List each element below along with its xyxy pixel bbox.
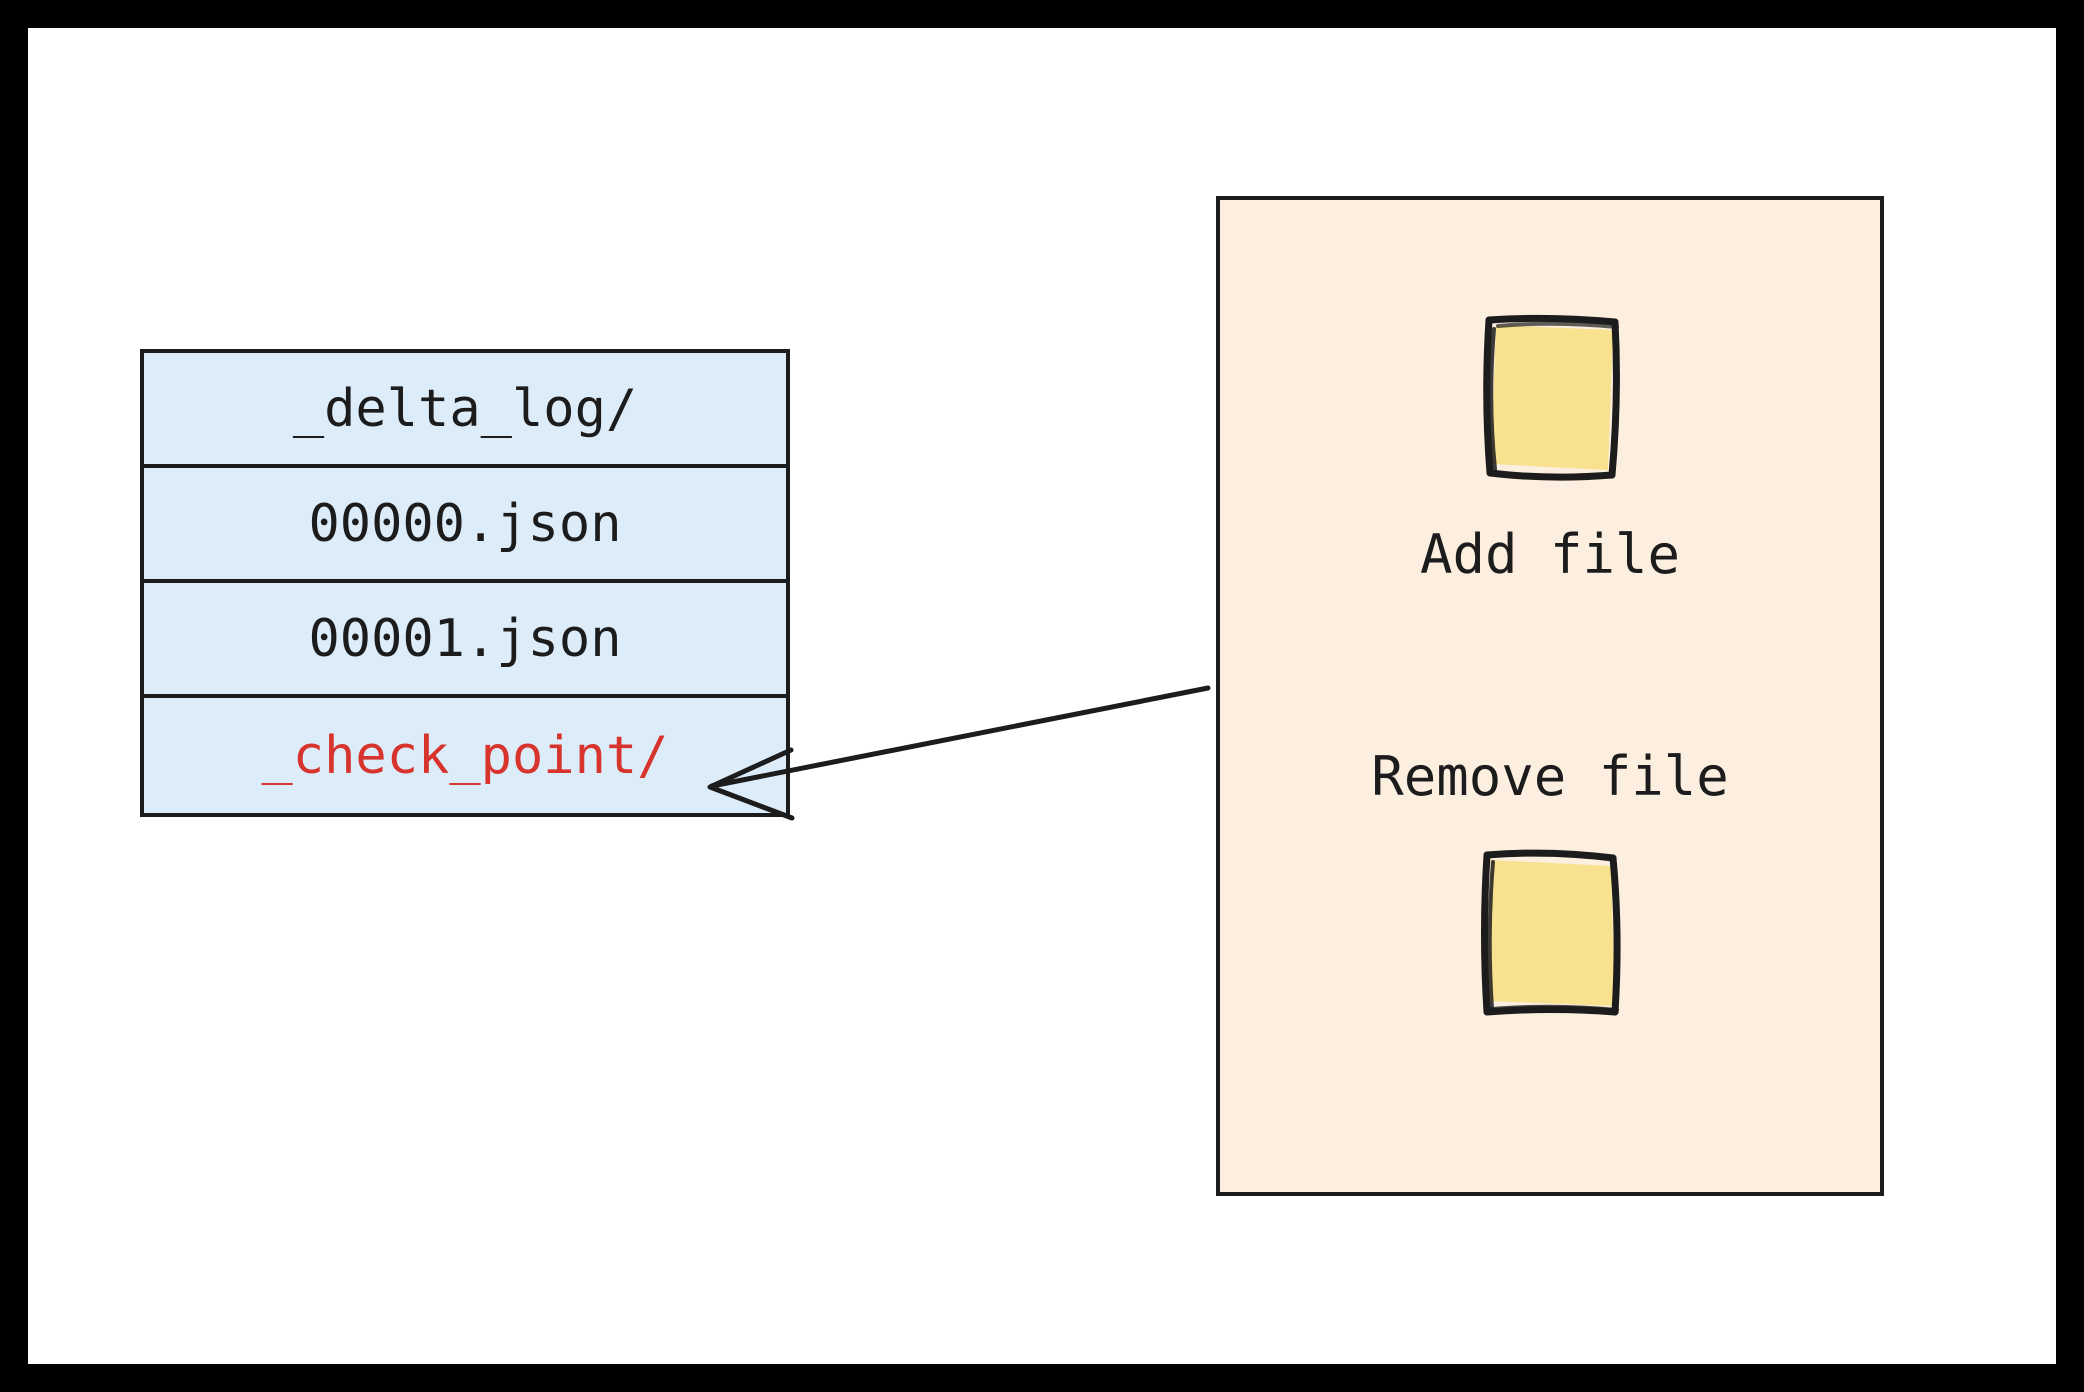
table-row[interactable]: 00000.json: [144, 468, 786, 583]
sticky-note-icon: [1481, 849, 1621, 1016]
table-row-label: _check_point/: [261, 725, 669, 786]
table-row-label: 00000.json: [308, 493, 622, 554]
table-row-label: 00001.json: [308, 608, 622, 669]
add-file-label: Add file: [1419, 523, 1681, 586]
delta-log-directory-listing: _delta_log/ 00000.json 00001.json _check…: [140, 349, 790, 817]
add-file-group: Add file: [1220, 304, 1880, 582]
sticky-note-wrap: [1220, 838, 1880, 1028]
commit-actions-panel: Add file Remove file: [1216, 196, 1884, 1196]
sticky-note-icon: [1483, 314, 1620, 481]
sticky-note-wrap: [1220, 304, 1880, 494]
table-row[interactable]: 00001.json: [144, 583, 786, 698]
remove-file-label: Remove file: [1371, 745, 1729, 808]
remove-file-group: Remove file: [1220, 750, 1880, 1028]
table-row-label: _delta_log/: [292, 378, 638, 439]
table-row[interactable]: _delta_log/: [144, 353, 786, 468]
table-row[interactable]: _check_point/: [144, 698, 786, 813]
